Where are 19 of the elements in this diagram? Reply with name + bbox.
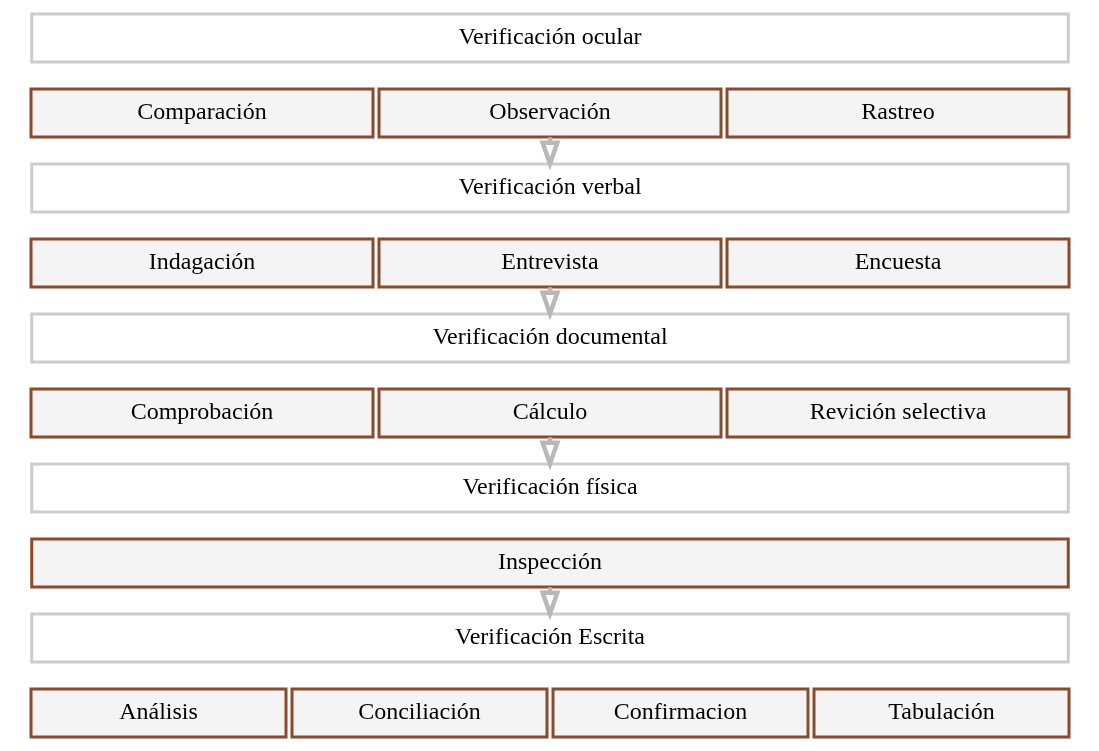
node-box: Revición selectiva — [725, 387, 1070, 439]
node-box: Entrevista — [377, 237, 722, 289]
node-box: Encuesta — [725, 237, 1070, 289]
node-box: Verificación física — [29, 462, 1070, 514]
node-box: Rastreo — [725, 87, 1070, 139]
node-box: Verificación verbal — [29, 162, 1070, 214]
node-box: Verificación ocular — [29, 12, 1070, 64]
node-box: Comprobación — [29, 387, 374, 439]
node-box: Análisis — [29, 687, 287, 739]
node-box: Inspección — [29, 537, 1070, 589]
node-box: Verificación Escrita — [29, 612, 1070, 664]
node-box: Confirmacion — [551, 687, 809, 739]
node-box: Conciliación — [290, 687, 548, 739]
node-box: Observación — [377, 87, 722, 139]
node-box: Tabulación — [812, 687, 1070, 739]
node-box: Indagación — [29, 237, 374, 289]
node-box: Comparación — [29, 87, 374, 139]
node-box: Verificación documental — [29, 312, 1070, 364]
node-box: Cálculo — [377, 387, 722, 439]
